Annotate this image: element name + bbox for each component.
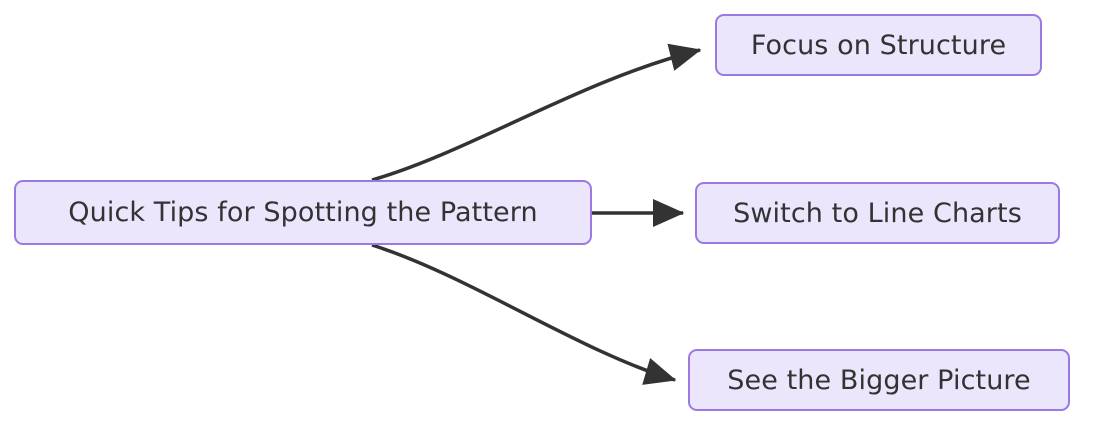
node-switch-to-line-charts[interactable]: Switch to Line Charts: [695, 182, 1060, 244]
node-label: See the Bigger Picture: [727, 364, 1031, 396]
node-label: Quick Tips for Spotting the Pattern: [68, 197, 538, 228]
node-label: Switch to Line Charts: [733, 197, 1022, 229]
node-quick-tips-for-spotting-the-pattern[interactable]: Quick Tips for Spotting the Pattern: [14, 180, 592, 245]
edge-source-to-bigger: [371, 243, 677, 385]
node-see-the-bigger-picture[interactable]: See the Bigger Picture: [688, 349, 1070, 411]
node-focus-on-structure[interactable]: Focus on Structure: [715, 14, 1042, 76]
node-label: Focus on Structure: [750, 29, 1007, 61]
edge-source-to-focus: [371, 43, 702, 182]
